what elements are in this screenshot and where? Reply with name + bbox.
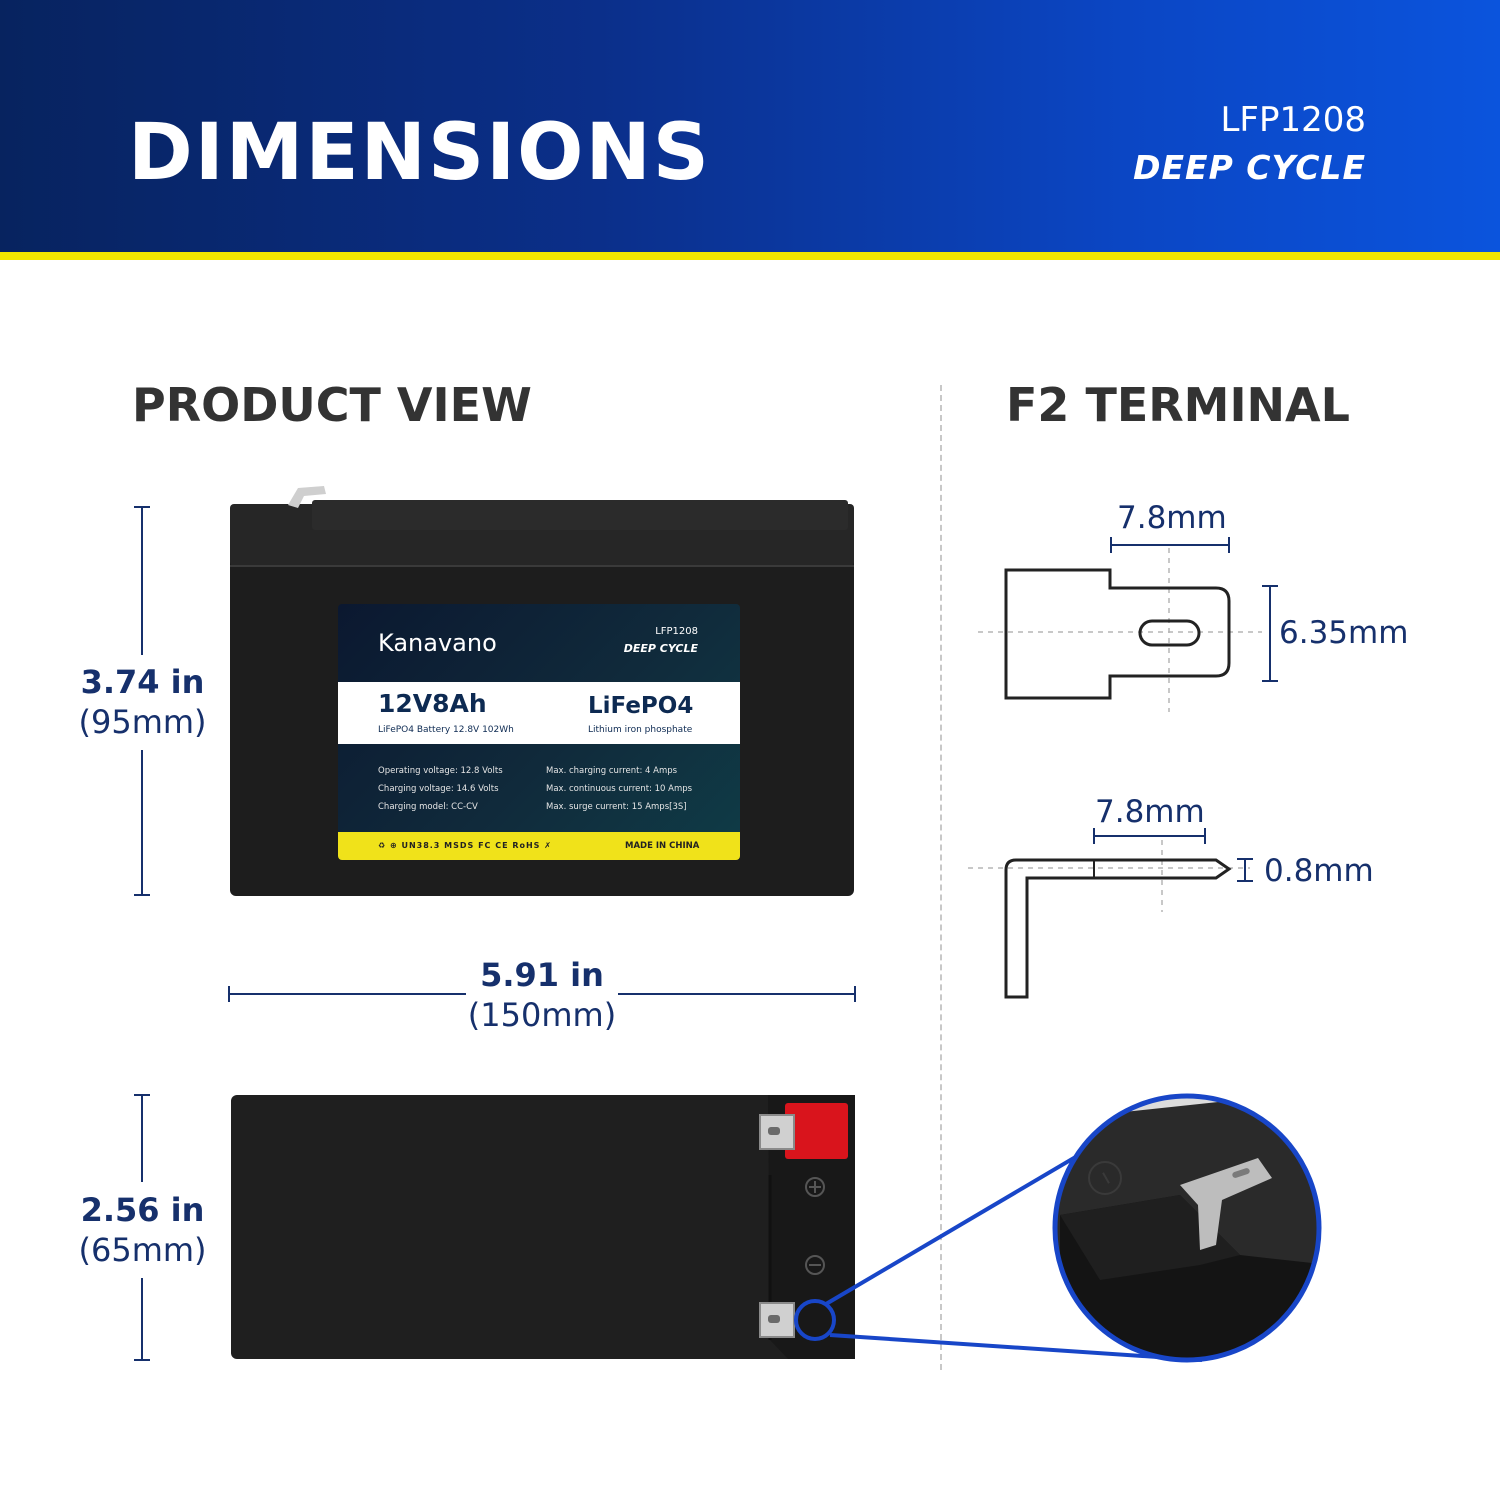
- model-code: LFP1208: [1220, 100, 1366, 140]
- header-banner: [0, 0, 1500, 252]
- header-accent-stripe: [0, 252, 1500, 260]
- terminal-top-width: 7.8mm: [1117, 500, 1227, 536]
- spec-right-2: Max. continuous current: 10 Amps: [546, 784, 693, 794]
- terminal-zoom-circle: [1055, 1096, 1319, 1360]
- battery-top-view: [231, 1095, 855, 1359]
- label-certifications: ♻ ⊕ UN38.3 MSDS FC CE RoHS ✗: [378, 841, 552, 850]
- length-imperial: 5.91 in: [480, 956, 604, 994]
- height-dimension-label: 3.74 in (95mm): [60, 662, 225, 742]
- section-divider: [940, 385, 942, 1370]
- page-title: DIMENSIONS: [128, 108, 711, 198]
- battery-label: Kanavano LFP1208 DEEP CYCLE 12V8Ah LiFeP…: [338, 604, 740, 860]
- label-chemistry: LiFePO4: [588, 693, 694, 719]
- terminal-top-drawing: [978, 537, 1278, 712]
- length-dimension-line: [228, 986, 856, 1002]
- spec-left-1: Operating voltage: 12.8 Volts: [378, 766, 503, 776]
- label-chemistry-sub: Lithium iron phosphate: [588, 725, 693, 735]
- label-white-band: [338, 682, 740, 744]
- label-yellow-band: [338, 832, 740, 860]
- spec-right-1: Max. charging current: 4 Amps: [546, 766, 678, 776]
- model-tag: DEEP CYCLE: [1133, 148, 1366, 187]
- negative-symbol-icon: [805, 1255, 825, 1275]
- spec-left-3: Charging model: CC-CV: [378, 802, 478, 812]
- label-capacity: 12V8Ah: [378, 689, 487, 718]
- height-metric: (95mm): [78, 703, 207, 741]
- length-dimension-label: 5.91 in (150mm): [442, 955, 642, 1035]
- front-terminal-tab: [288, 486, 326, 508]
- terminal-callout: [794, 1130, 1203, 1362]
- width-dimension-line: [134, 1094, 150, 1361]
- terminal-top-height: 6.35mm: [1279, 615, 1409, 651]
- positive-symbol-icon: [805, 1177, 825, 1197]
- terminal-side-drawing: [968, 828, 1253, 999]
- terminal-thickness: 0.8mm: [1264, 853, 1374, 889]
- width-metric: (65mm): [78, 1231, 207, 1269]
- spec-left-2: Charging voltage: 14.6 Volts: [378, 784, 499, 794]
- terminal-side-width: 7.8mm: [1095, 794, 1205, 830]
- positive-terminal-cover: [785, 1103, 848, 1159]
- label-made-in: MADE IN CHINA: [625, 841, 700, 851]
- product-view-title: PRODUCT VIEW: [132, 378, 532, 432]
- label-tag: DEEP CYCLE: [623, 642, 698, 655]
- label-model: LFP1208: [655, 626, 698, 637]
- label-capacity-sub: LiFePO4 Battery 12.8V 102Wh: [378, 725, 514, 735]
- height-imperial: 3.74 in: [80, 663, 205, 701]
- label-brand: Kanavano: [378, 629, 497, 657]
- width-imperial: 2.56 in: [80, 1191, 205, 1229]
- length-metric: (150mm): [467, 996, 617, 1034]
- width-dimension-label: 2.56 in (65mm): [60, 1190, 225, 1270]
- spec-right-3: Max. surge current: 15 Amps[3S]: [546, 802, 687, 812]
- height-dimension-line: [134, 506, 150, 896]
- terminal-title: F2 TERMINAL: [1006, 378, 1350, 432]
